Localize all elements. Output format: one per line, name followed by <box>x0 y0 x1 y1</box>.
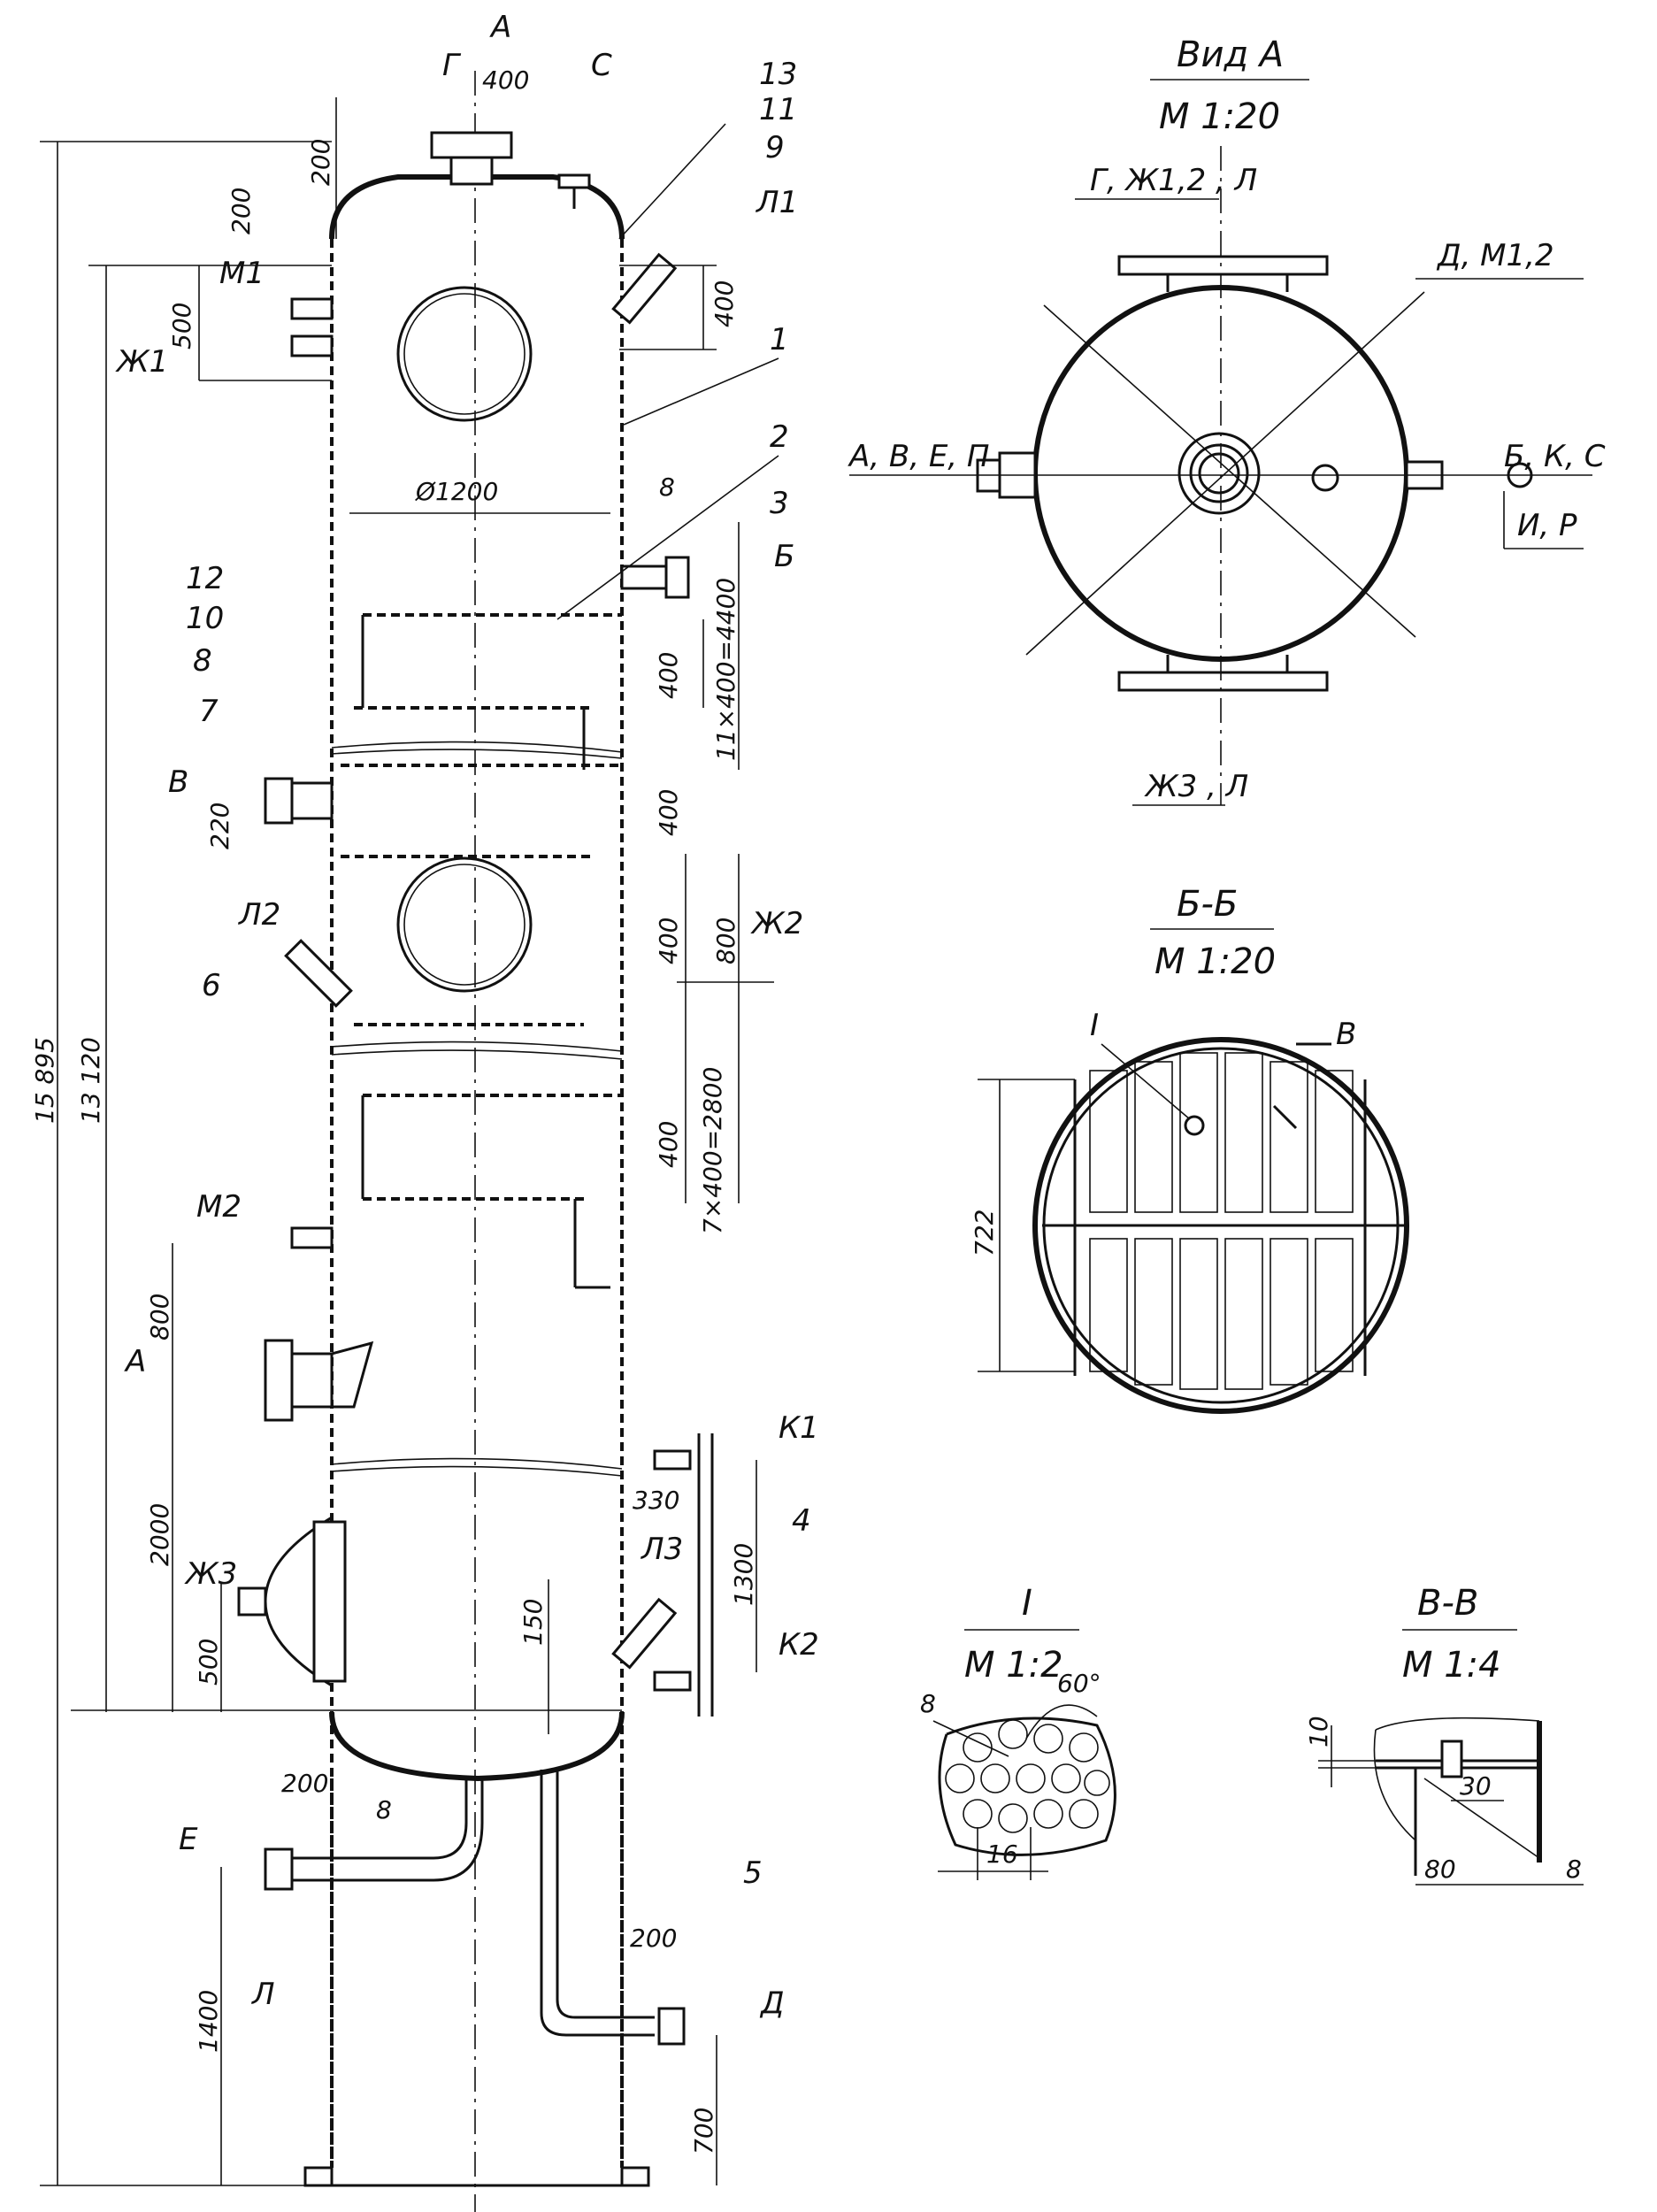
tray-grid <box>1089 1052 1354 1390</box>
section-vv: В-В М 1:4 10 30 80 8 <box>1304 1583 1584 1886</box>
section-bb-detail-label: I <box>1090 1008 1099 1043</box>
view-a-top-label: Г, Ж1,2 , Л <box>1090 163 1257 198</box>
view-a-right-low-label: И, Р <box>1517 508 1577 543</box>
section-bb-title: Б-Б <box>1177 884 1238 925</box>
section-bb-cut-label: В <box>1336 1017 1356 1052</box>
nozzle-k1-label: К1 <box>779 1410 819 1446</box>
nozzle-l1-label: Л1 <box>755 185 798 220</box>
view-a-scale: М 1:20 <box>1159 96 1280 137</box>
item-9: 9 <box>765 130 785 165</box>
d800-dim: 800 <box>711 918 740 964</box>
diameter-dim: Ø1200 <box>415 477 498 506</box>
nozzle-a-mid-label: А <box>124 1344 146 1379</box>
d500-low-dim: 500 <box>194 1639 223 1686</box>
d1300-dim: 1300 <box>729 1543 758 1606</box>
nozzle-200-dim: 200 <box>226 188 256 234</box>
nozzle-a-top-label: А <box>489 10 511 45</box>
item-6: 6 <box>202 968 221 1003</box>
detail-i-scale: М 1:2 <box>964 1645 1063 1686</box>
section-bb-dim: 722 <box>970 1210 999 1256</box>
item-5: 5 <box>743 1855 763 1891</box>
nozzle-l-bottom-label: Л <box>250 1977 275 2012</box>
d400-top-dim: 400 <box>710 280 739 327</box>
item-7: 7 <box>199 694 219 729</box>
item-10: 10 <box>186 601 224 636</box>
section-vv-d30: 30 <box>1460 1771 1492 1801</box>
d1400-dim: 1400 <box>194 1990 223 2053</box>
nozzle-m2-label: М2 <box>196 1189 242 1225</box>
nozzle-m1-label: М1 <box>219 256 265 291</box>
section-vv-title: В-В <box>1417 1583 1478 1624</box>
view-a-top-right-label: Д, М1,2 <box>1436 238 1554 273</box>
nozzle-d-label: Д <box>759 1985 785 2021</box>
view-a-title: Вид А <box>1177 35 1284 75</box>
top-400-dim: 400 <box>482 65 529 95</box>
view-a-left-label: А, В, Е, П <box>848 439 989 474</box>
view-a-bottom-label: Ж3 , Л <box>1144 769 1248 804</box>
d400-b-dim: 400 <box>654 918 683 964</box>
nozzle-zh3-label: Ж3 <box>184 1556 237 1592</box>
wall-8-dim: 8 <box>659 472 675 502</box>
nozzle-v-label: В <box>168 764 188 800</box>
nozzle-b-label: Б <box>774 539 794 574</box>
top-200-dim: 200 <box>306 139 335 186</box>
d200-low-dim: 200 <box>281 1769 328 1798</box>
main-column-view: 15 895 13 120 200 400 200 500 400 Ø1200 … <box>30 10 819 2212</box>
d200-drain-dim: 200 <box>630 1924 677 1953</box>
nozzle-k2-label: К2 <box>779 1627 819 1663</box>
detail-i-angle-label: 60° <box>1057 1669 1101 1698</box>
bottom-8-dim: 8 <box>376 1795 392 1824</box>
item-1: 1 <box>770 322 789 357</box>
tray-400-dim: 400 <box>654 652 683 699</box>
d2000-dim: 2000 <box>145 1503 174 1566</box>
nozzle-g-label: Г <box>442 48 462 83</box>
perforation-holes <box>945 1719 1110 1833</box>
item-8: 8 <box>193 643 212 679</box>
d700-dim: 700 <box>689 2108 718 2154</box>
section-bb-scale: М 1:20 <box>1155 941 1276 982</box>
tray-series-7-dim: 7×400=2800 <box>698 1067 727 1234</box>
height-13120-dim: 13 120 <box>76 1037 105 1124</box>
nozzle-zh2-label: Ж2 <box>750 906 803 941</box>
view-a-right-label: Б, К, С <box>1504 439 1606 474</box>
nozzle-l2-label: Л2 <box>237 897 280 933</box>
section-vv-scale: М 1:4 <box>1402 1645 1501 1686</box>
view-a: Вид А М 1:20 Г, Ж1,2 , Л Д, М1,2 А, В, Е… <box>848 35 1606 806</box>
d330-dim: 330 <box>633 1486 679 1515</box>
d400-c-dim: 400 <box>654 1121 683 1168</box>
item-12: 12 <box>186 561 224 596</box>
item-13: 13 <box>759 57 797 92</box>
nozzle-e-label: Е <box>179 1822 198 1857</box>
detail-i-title: I <box>1022 1583 1032 1624</box>
d500-dim: 500 <box>167 303 196 349</box>
detail-i: I М 1:2 8 60° 16 <box>920 1583 1116 1880</box>
detail-i-pitch-label: 16 <box>986 1839 1018 1869</box>
detail-i-holes-label: 8 <box>920 1689 936 1718</box>
section-vv-d10: 10 <box>1304 1716 1333 1747</box>
d220-dim: 220 <box>205 803 234 849</box>
item-3: 3 <box>770 486 789 521</box>
section-vv-d8: 8 <box>1566 1855 1582 1884</box>
tray-series-11-dim: 11×400=4400 <box>711 578 740 761</box>
item-4: 4 <box>792 1503 811 1539</box>
nozzle-zh1-label: Ж1 <box>115 344 168 380</box>
nozzle-l3-label: Л3 <box>640 1532 683 1567</box>
section-bb: Б-Б М 1:20 722 I В <box>970 884 1409 1414</box>
d400-a-dim: 400 <box>654 789 683 836</box>
d800-low-dim: 800 <box>145 1294 174 1340</box>
d150-dim: 150 <box>518 1599 548 1646</box>
item-11: 11 <box>759 92 797 127</box>
section-vv-d80: 80 <box>1424 1855 1456 1884</box>
overall-height-dim: 15 895 <box>30 1037 59 1124</box>
nozzle-s-label: С <box>591 48 612 83</box>
item-2: 2 <box>770 419 789 455</box>
